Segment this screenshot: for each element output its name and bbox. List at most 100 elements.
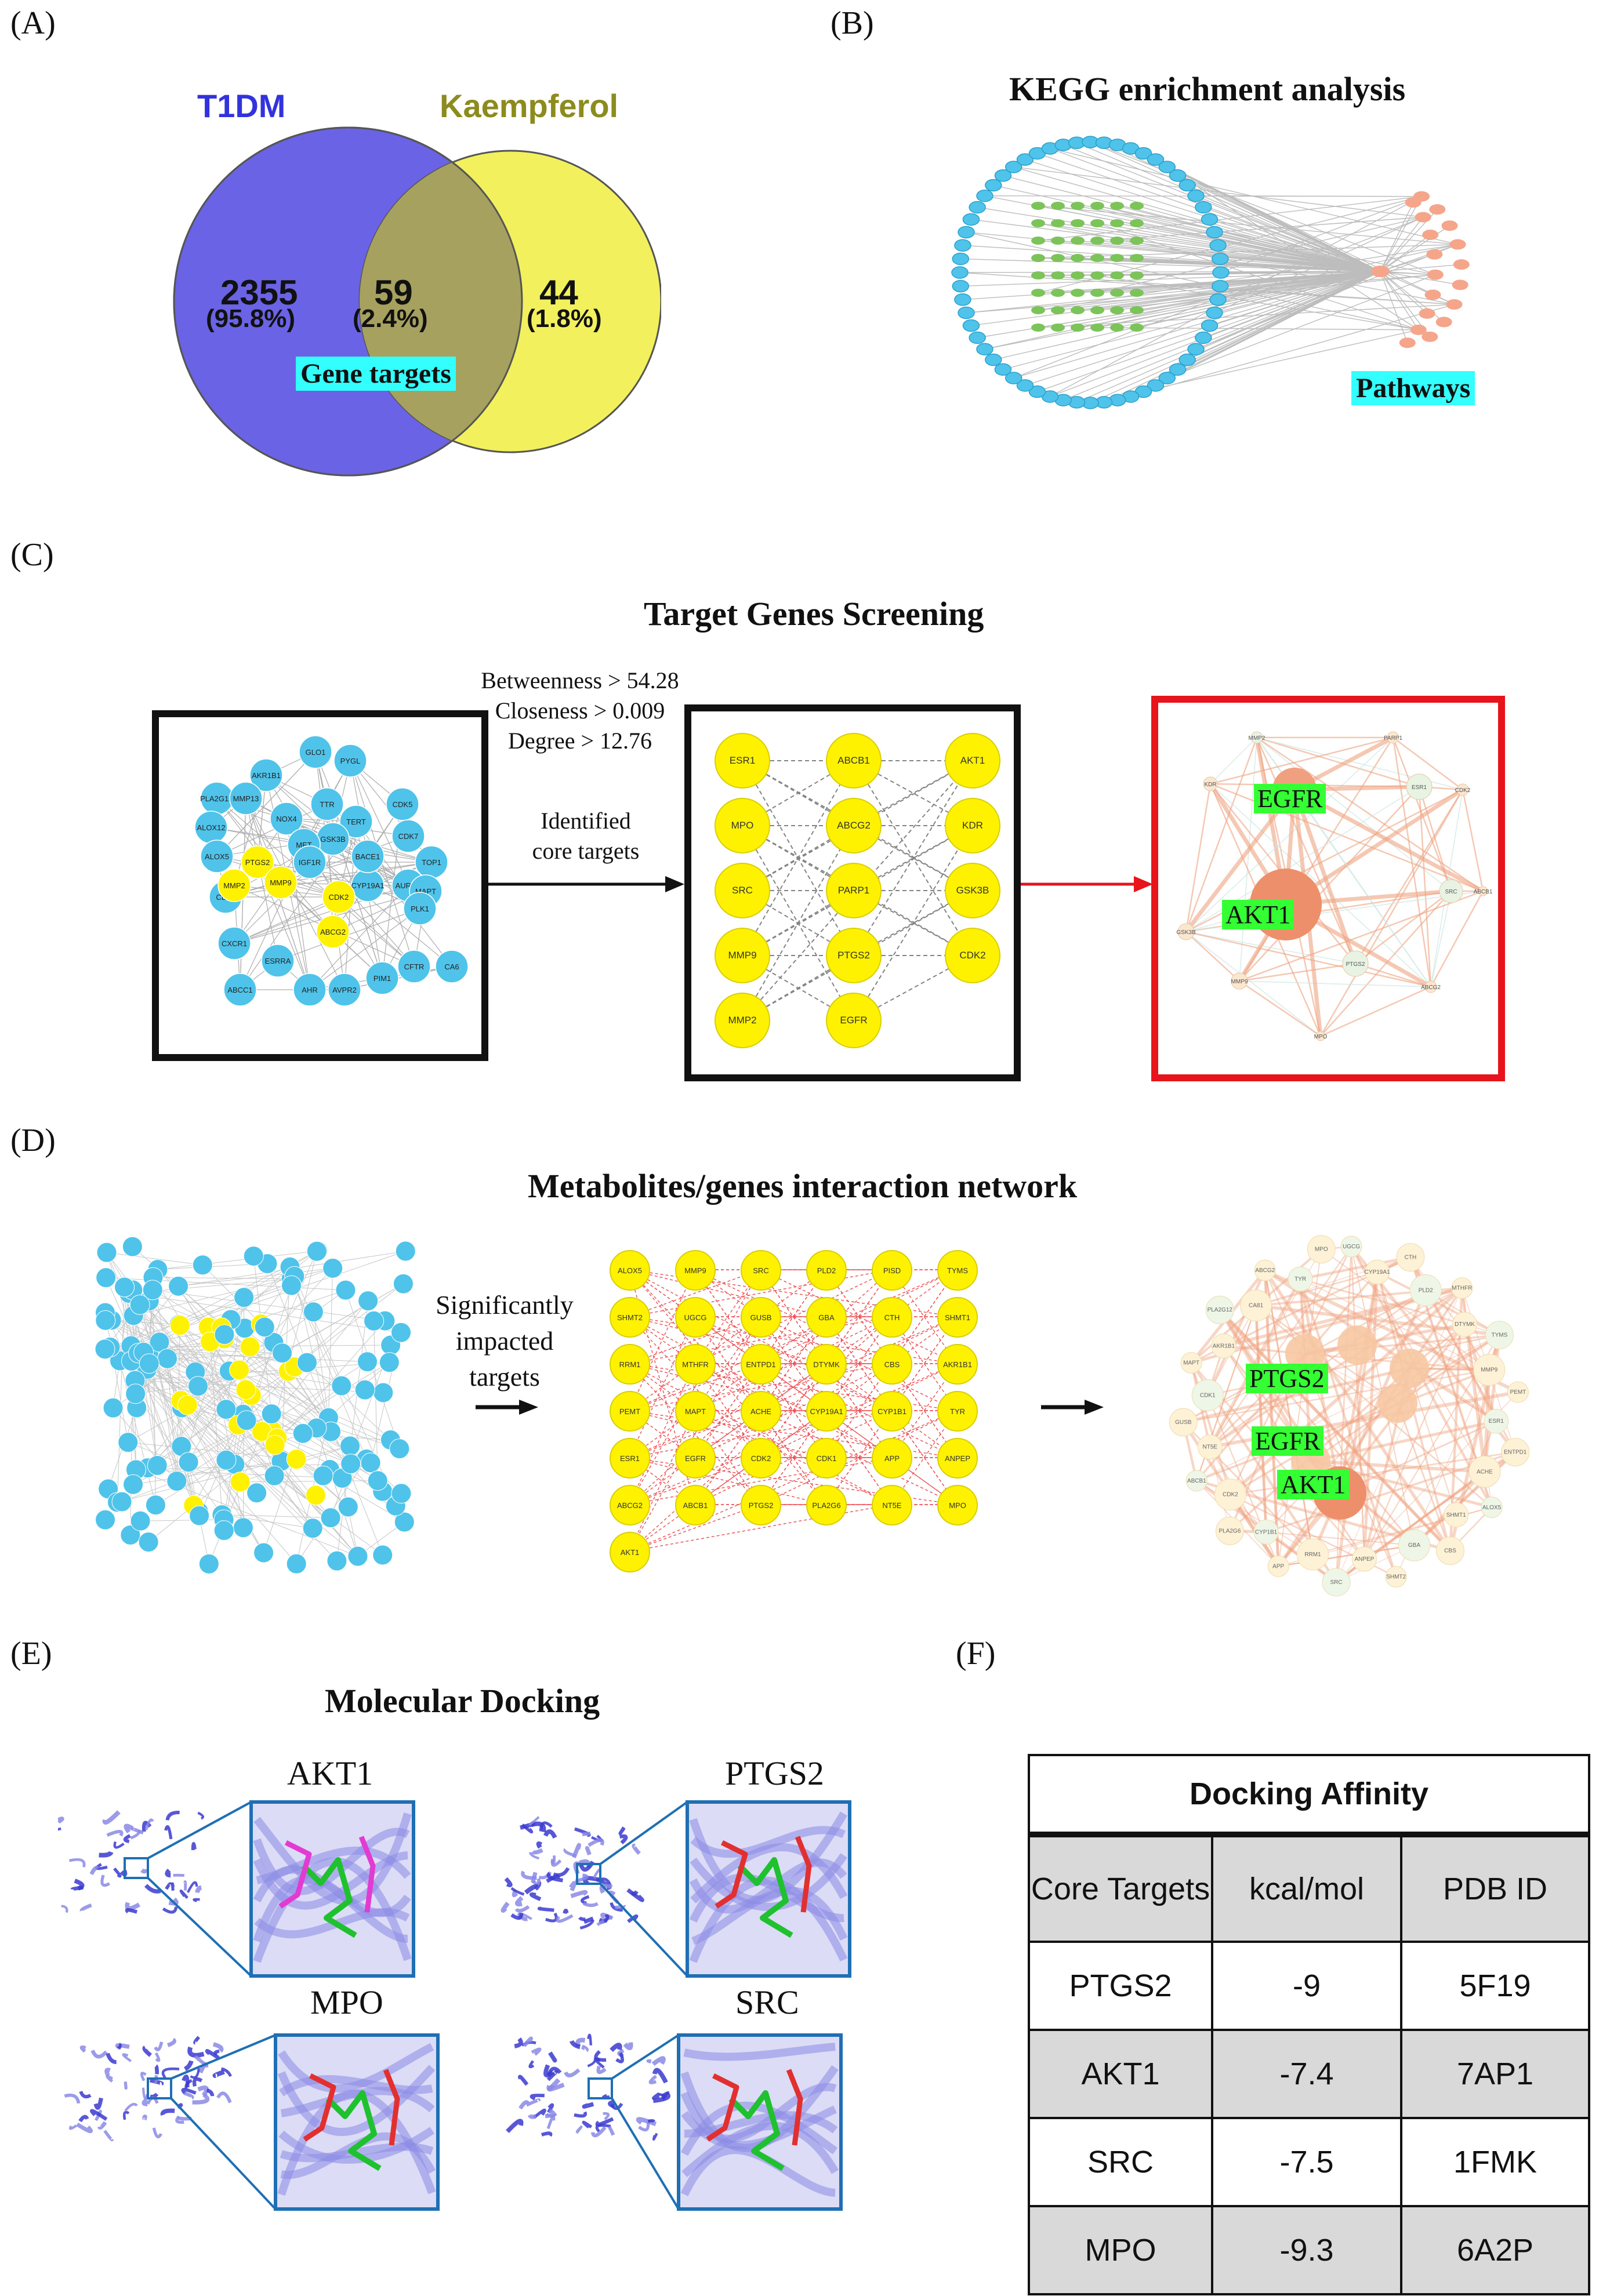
core-target-node: AKT1 bbox=[945, 733, 1000, 789]
hub2-node-label: MMP9 bbox=[1481, 1367, 1497, 1374]
kegg-title: KEGG enrichment analysis bbox=[1009, 70, 1406, 108]
metabolite-node bbox=[292, 1423, 313, 1444]
hub-node-label: ABCG2 bbox=[1421, 984, 1441, 991]
kegg-pathway-node bbox=[1441, 220, 1458, 231]
metabolite-node bbox=[216, 1449, 237, 1470]
metabolite-core-node: PLA2G6 bbox=[806, 1485, 847, 1525]
metabolite-node bbox=[230, 1472, 251, 1492]
protein-label-akt1: AKT1 bbox=[287, 1754, 374, 1792]
hub2-node bbox=[1288, 1266, 1313, 1292]
network-node bbox=[261, 944, 295, 978]
kegg-compound-node bbox=[1090, 289, 1104, 297]
panel-label-d: (D) bbox=[10, 1122, 56, 1158]
metabolite-core-node: NT5E bbox=[872, 1485, 912, 1525]
kegg-compound-node bbox=[1071, 271, 1085, 279]
kegg-gene-node bbox=[1147, 379, 1165, 392]
hub2-node bbox=[1254, 1259, 1276, 1281]
docking-title: Molecular Docking bbox=[325, 1682, 600, 1720]
metabolite-core-node: EGFR bbox=[675, 1438, 716, 1478]
hub2-node bbox=[1214, 1478, 1246, 1511]
metabolite-node bbox=[157, 1348, 178, 1369]
metabolite-core-node: PISD bbox=[872, 1250, 912, 1291]
hub2-node bbox=[1169, 1408, 1198, 1437]
kegg-compound-node bbox=[1071, 202, 1085, 210]
kegg-gene-node bbox=[954, 293, 971, 306]
metabolite-core-node: CBS bbox=[872, 1344, 912, 1385]
kegg-gene-node bbox=[1016, 379, 1034, 392]
table-cell: 6A2P bbox=[1400, 2205, 1590, 2295]
metabolite-node bbox=[145, 1495, 166, 1516]
kegg-compound-node bbox=[1110, 237, 1124, 245]
network-node-label: GLO1 bbox=[306, 748, 326, 757]
kegg-gene-node bbox=[958, 306, 975, 319]
docking-panel bbox=[58, 1800, 415, 1978]
kegg-compound-node bbox=[1071, 324, 1085, 332]
kegg-compound-node bbox=[1110, 306, 1124, 314]
significant-line2: impacted bbox=[455, 1326, 554, 1356]
metabolite-core-node: GUSB bbox=[741, 1297, 781, 1338]
hub2-node-label: ESR1 bbox=[1489, 1418, 1504, 1425]
kegg-pathway-node bbox=[1422, 229, 1439, 240]
hub2-node-label: TYMS bbox=[1491, 1332, 1507, 1339]
kegg-compound-node bbox=[1090, 324, 1104, 332]
hub-node-label: ABCB1 bbox=[1474, 889, 1493, 895]
core-target-node: SRC bbox=[715, 863, 770, 918]
kegg-compound-node bbox=[1031, 254, 1045, 262]
metabolite-node bbox=[214, 1324, 235, 1345]
metabolite-node bbox=[130, 1510, 151, 1531]
kegg-compound-node bbox=[1130, 202, 1144, 210]
metabolite-node bbox=[391, 1483, 412, 1504]
hub2-node-label: CTH bbox=[1405, 1254, 1417, 1260]
hub2-node-label: PLA2G6 bbox=[1219, 1528, 1241, 1534]
metabolite-core-node: CTH bbox=[872, 1297, 912, 1338]
network-node-label: IGF1R bbox=[299, 858, 321, 867]
screening-title: Target Genes Screening bbox=[644, 595, 984, 633]
metabolite-core-node: PEMT bbox=[610, 1391, 650, 1432]
metabolite-node bbox=[198, 1553, 219, 1574]
kegg-pathway-node bbox=[1419, 308, 1435, 319]
kegg-pathway-node bbox=[1399, 337, 1416, 348]
network-node bbox=[293, 845, 327, 879]
kegg-compound-node bbox=[1071, 237, 1085, 245]
metabolite-node bbox=[114, 1277, 135, 1298]
metabolite-core-node: PTGS2 bbox=[741, 1485, 781, 1525]
metabolite-core-node: DTYMK bbox=[806, 1344, 847, 1385]
metabolite-core-node: ACHE bbox=[741, 1391, 781, 1432]
network-node-label: ESRRA bbox=[265, 957, 291, 965]
metabolite-node bbox=[96, 1242, 117, 1263]
metabolite-node bbox=[364, 1310, 385, 1331]
hub2-node-label: UGCG bbox=[1343, 1244, 1360, 1250]
metabolite-node bbox=[305, 1485, 326, 1506]
kegg-gene-node bbox=[1187, 189, 1205, 202]
panel-label-f: (F) bbox=[956, 1636, 996, 1672]
identified-line2: core targets bbox=[532, 838, 640, 864]
core-target-node: EGFR bbox=[826, 993, 882, 1048]
hub-node bbox=[1439, 879, 1463, 903]
network-node-label: CXCR1 bbox=[222, 939, 247, 948]
core-target-node: GSK3B bbox=[945, 863, 1000, 918]
network-node-label: ABCC1 bbox=[227, 986, 252, 994]
kegg-gene-node bbox=[994, 363, 1012, 376]
hub-node bbox=[1315, 1031, 1326, 1041]
panel-label-e: (E) bbox=[10, 1636, 52, 1672]
kegg-compound-node bbox=[1031, 324, 1045, 332]
network-node bbox=[241, 845, 274, 879]
network-node bbox=[328, 973, 361, 1007]
kegg-gene-node bbox=[1195, 201, 1212, 214]
core-target-node: ABCG2 bbox=[826, 798, 882, 853]
metabolite-core-node: MPO bbox=[937, 1485, 978, 1525]
metabolite-node bbox=[188, 1376, 209, 1397]
metabolite-node bbox=[95, 1339, 115, 1360]
metabolite-node bbox=[95, 1509, 116, 1530]
hub2-node-label: SRC bbox=[1330, 1579, 1342, 1586]
metabolite-core-node: SHMT2 bbox=[610, 1297, 650, 1338]
hub2-inner-node bbox=[1390, 1349, 1429, 1388]
metabolite-core-node: MAPT bbox=[675, 1391, 716, 1432]
table-cell: -7.4 bbox=[1211, 2029, 1402, 2119]
kegg-gene-node bbox=[951, 266, 969, 279]
network-node-label: CA6 bbox=[444, 962, 459, 971]
kegg-pathway-node bbox=[1422, 331, 1438, 342]
metabolite-node bbox=[233, 1517, 253, 1538]
